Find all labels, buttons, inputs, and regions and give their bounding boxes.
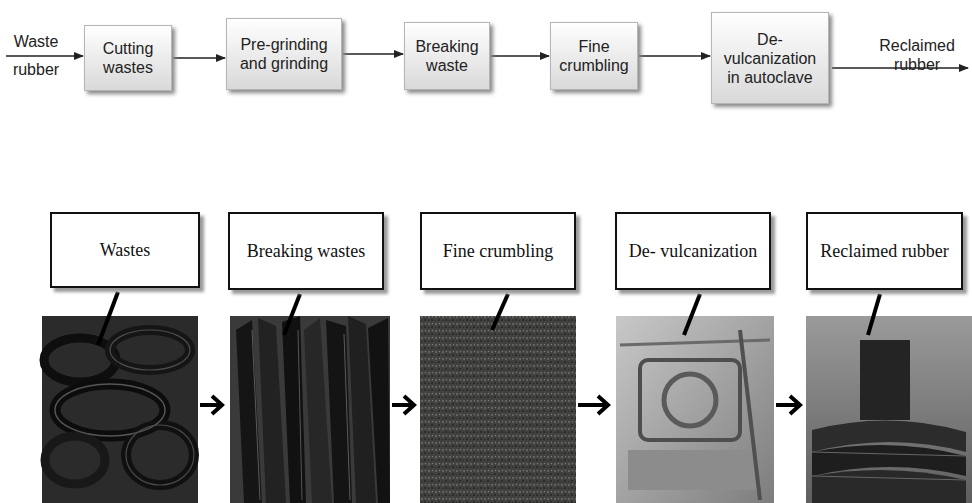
reclaimed-sheets-photo	[860, 340, 910, 420]
autoclave-photo	[664, 374, 716, 426]
strips-photo	[326, 320, 352, 503]
box-text: Fine crumbling	[557, 37, 631, 75]
reclaimed-sheets-photo	[812, 452, 966, 456]
box-text: Reclaimed rubber	[820, 240, 948, 262]
flow-arrow	[491, 55, 549, 57]
leader-lines	[868, 294, 880, 335]
tyre-waste-photo	[126, 425, 194, 485]
process-box: Pre-grinding and grinding	[226, 18, 342, 90]
autoclave-photo	[628, 450, 758, 490]
leader-lines	[684, 294, 700, 335]
photo-arrows	[578, 396, 608, 414]
strips-photo	[368, 318, 390, 503]
box-text: Breaking waste	[411, 37, 483, 75]
process-box: Breaking waste	[404, 22, 490, 90]
autoclave-photo	[616, 316, 774, 503]
flow-end-label: Waste rubber	[8, 28, 64, 84]
strips-photo	[252, 330, 260, 500]
tyre-waste-photo	[55, 384, 165, 436]
tyre-waste-photo	[55, 384, 165, 436]
reclaimed-sheets-photo	[812, 470, 966, 503]
box-text: Breaking wastes	[247, 240, 365, 262]
flow-arrow	[343, 53, 403, 55]
strips-photo	[230, 316, 390, 503]
autoclave-photo	[620, 340, 770, 345]
photo-arrows	[200, 396, 800, 414]
box-text: De- vulcanization in autoclave	[718, 30, 822, 87]
tyre-waste-photo	[45, 436, 105, 484]
autoclave-photo	[740, 330, 760, 500]
box-text: Wastes	[100, 239, 151, 261]
reclaimed-sheets-photo	[812, 476, 966, 480]
reclaimed-sheets-photo	[806, 316, 972, 503]
flow-end-label: Reclaimed rubber	[866, 36, 968, 74]
crumb-photo	[420, 316, 576, 503]
box-text: Cutting wastes	[91, 39, 165, 77]
process-box: De- vulcanization in autoclave	[711, 12, 829, 104]
strips-photo	[230, 316, 390, 503]
tyre-waste-photo	[110, 330, 190, 370]
tyre-waste-photo	[126, 425, 194, 485]
strips-photo	[344, 334, 350, 500]
photo-arrows	[200, 396, 222, 414]
autoclave-photo	[640, 360, 740, 440]
strips-photo	[298, 330, 302, 500]
process-box: Fine crumbling	[550, 22, 638, 90]
box-text: Pre-grinding and grinding	[233, 35, 335, 73]
stage-label-box: Fine crumbling	[420, 212, 576, 290]
leader-lines	[98, 292, 880, 345]
flow-arrow	[173, 57, 225, 59]
photo-arrows	[776, 396, 800, 414]
autoclave-photo	[616, 316, 774, 503]
crumb-photo	[420, 316, 576, 503]
stage-label-box: Breaking wastes	[228, 212, 384, 290]
leader-lines	[98, 292, 118, 345]
tyre-waste-photo	[110, 330, 190, 370]
tyre-waste-photo	[42, 316, 198, 503]
photo-arrows	[392, 396, 414, 414]
strips-photo	[282, 316, 306, 503]
crumb-photo	[420, 316, 576, 503]
tyre-waste-photo	[44, 338, 116, 382]
strips-photo	[236, 320, 262, 503]
process-box: Cutting wastes	[84, 25, 172, 91]
strips-photo	[258, 318, 286, 503]
input-arrow	[6, 55, 83, 57]
leader-lines	[284, 294, 300, 335]
leader-lines	[492, 294, 508, 330]
flow-arrow	[639, 55, 710, 57]
box-text: Fine crumbling	[443, 240, 554, 262]
stage-label-box: Wastes	[50, 212, 200, 288]
stage-label-box: Reclaimed rubber	[806, 212, 963, 290]
stage-label-box: De- vulcanization	[615, 212, 771, 290]
reclaimed-sheets-photo	[806, 316, 972, 503]
box-text: De- vulcanization	[629, 240, 757, 262]
tyre-waste-photo	[42, 316, 198, 503]
